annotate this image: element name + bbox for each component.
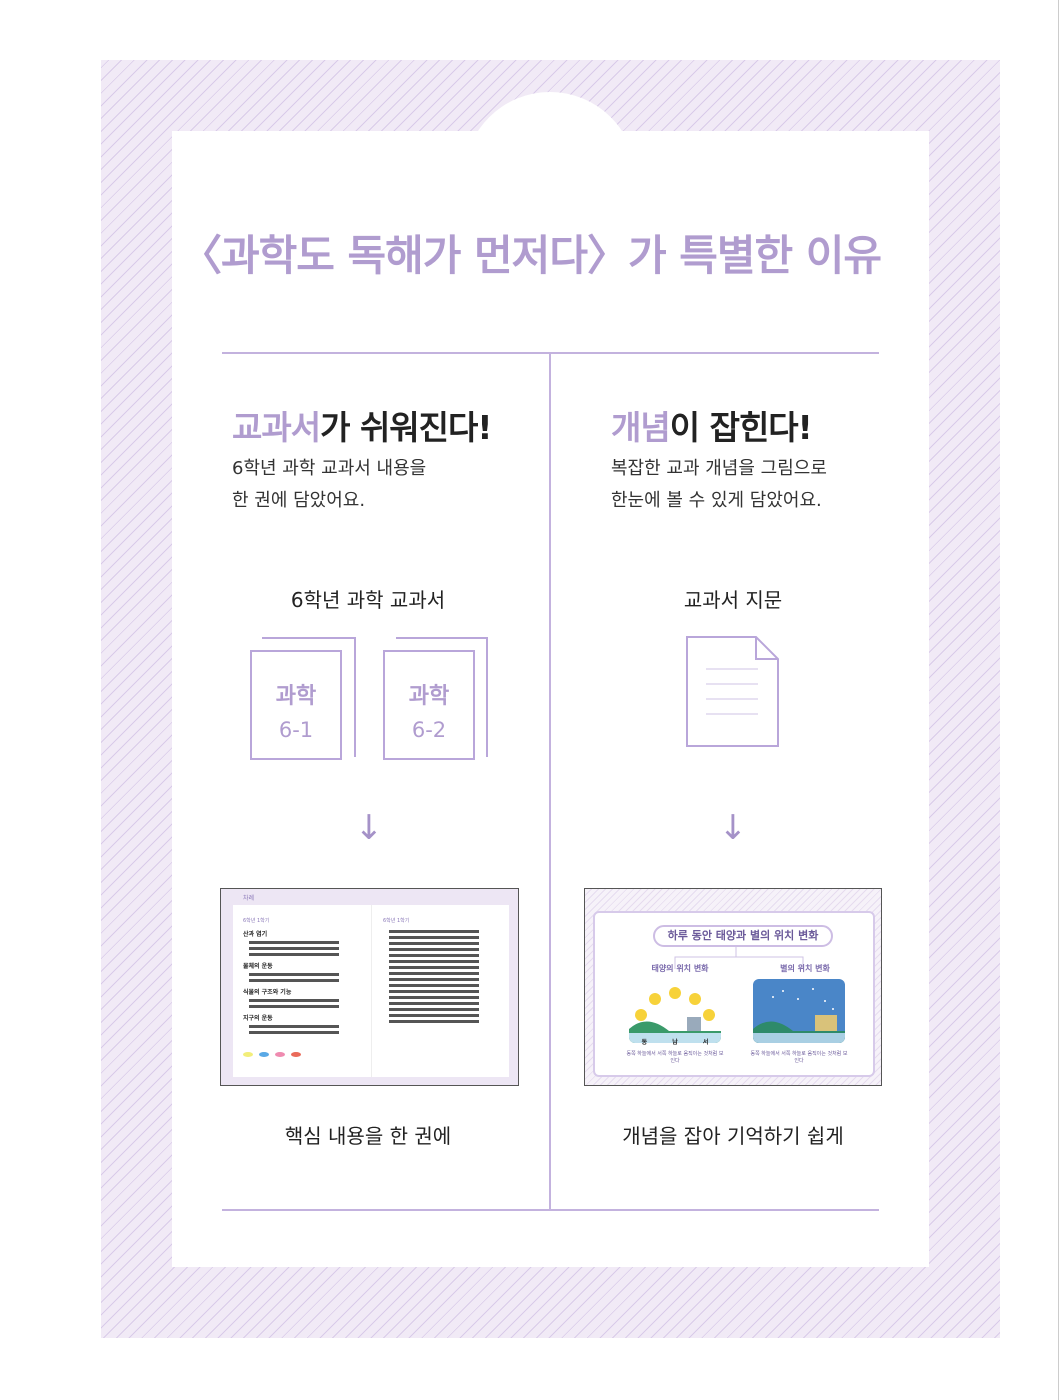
direction-east: 동 [641, 1039, 648, 1046]
direction-west: 서 [702, 1039, 709, 1046]
book-back [396, 637, 488, 757]
page-title: 〈과학도 독해가 먼저다〉가 특별한 이유 [179, 231, 882, 280]
direction-south: 남 [672, 1039, 678, 1046]
book-subject: 과학 [275, 684, 317, 709]
right-caption-bottom: 개념을 잡아 기억하기 쉽게 [622, 1124, 844, 1148]
heading-rest: 이 잡힌다! [669, 408, 813, 447]
desc-line: 한눈에 볼 수 있게 담았어요. [611, 490, 822, 511]
book-volume: 6-2 [411, 718, 447, 742]
toc-label: 차례 [243, 895, 255, 902]
heading-accent: 교과서 [232, 408, 321, 447]
toc-chapter: 물체의 운동 [243, 963, 273, 970]
arrow-down-icon: ↓ [718, 808, 748, 848]
book-6-1: 과학 6-1 [250, 650, 342, 760]
desc-line: 6학년 과학 교과서 내용을 [232, 458, 427, 479]
toc-semester: 6학년 1학기 [243, 918, 270, 924]
sun-note: 동쪽 하늘에서 서쪽 하늘로 움직이는 것처럼 보인다 [626, 1051, 724, 1064]
left-caption-top: 6학년 과학 교과서 [290, 588, 446, 612]
star-label: 별의 위치 변화 [780, 964, 830, 973]
desc-line: 복잡한 교과 개념을 그림으로 [611, 458, 827, 479]
concept-card: 태양의 위치 변화 별의 위치 변화 동 남 서 동쪽 하늘에서 서쪽 하늘로 움직… [593, 911, 875, 1077]
sun-scene [629, 979, 721, 1043]
toc-semester: 6학년 1학기 [383, 918, 410, 924]
book-back [262, 637, 356, 757]
right-caption-top: 교과서 지문 [683, 588, 783, 612]
book-subject: 과학 [408, 684, 450, 709]
toc-chapter: 산과 염기 [243, 931, 268, 938]
concept-title: 하루 동안 태양과 별의 위치 변화 [653, 925, 833, 947]
star-note: 동쪽 하늘에서 서쪽 하늘로 움직이는 것처럼 보인다 [750, 1051, 848, 1064]
document-icon [686, 636, 779, 747]
desc-line: 한 권에 담았어요. [232, 490, 366, 511]
left-heading: 교과서가 쉬워진다! [232, 401, 492, 449]
column-divider [549, 353, 551, 1211]
star-scene [753, 979, 845, 1043]
heading-rest: 가 쉬워진다! [320, 408, 492, 447]
right-heading: 개념이 잡힌다! [611, 401, 813, 449]
arrow-down-icon: ↓ [354, 808, 384, 848]
page-edge [1058, 0, 1059, 1400]
toc-chapter: 식물의 구조와 기능 [243, 989, 292, 996]
toc-chapter: 지구의 운동 [243, 1015, 273, 1022]
book-6-2: 과학 6-2 [383, 650, 475, 760]
sun-label: 태양의 위치 변화 [651, 964, 709, 973]
heading-accent: 개념 [611, 408, 671, 447]
book-volume: 6-1 [278, 718, 314, 742]
toc-preview: 차례 6학년 1학기 산과 염기 물체의 운동 식물의 구조와 기능 지구의 운… [220, 888, 519, 1086]
toc-left-page: 6학년 1학기 산과 염기 물체의 운동 식물의 구조와 기능 지구의 운동 [243, 917, 363, 1057]
left-caption-bottom: 핵심 내용을 한 권에 [284, 1124, 452, 1148]
flask-icons [243, 1052, 363, 1057]
concept-preview: 태양의 위치 변화 별의 위치 변화 동 남 서 동쪽 하늘에서 서쪽 하늘로 움직… [584, 888, 882, 1086]
toc-pages: 6학년 1학기 산과 염기 물체의 운동 식물의 구조와 기능 지구의 운동 6… [233, 905, 509, 1077]
toc-right-page: 6학년 1학기 [383, 917, 503, 1023]
